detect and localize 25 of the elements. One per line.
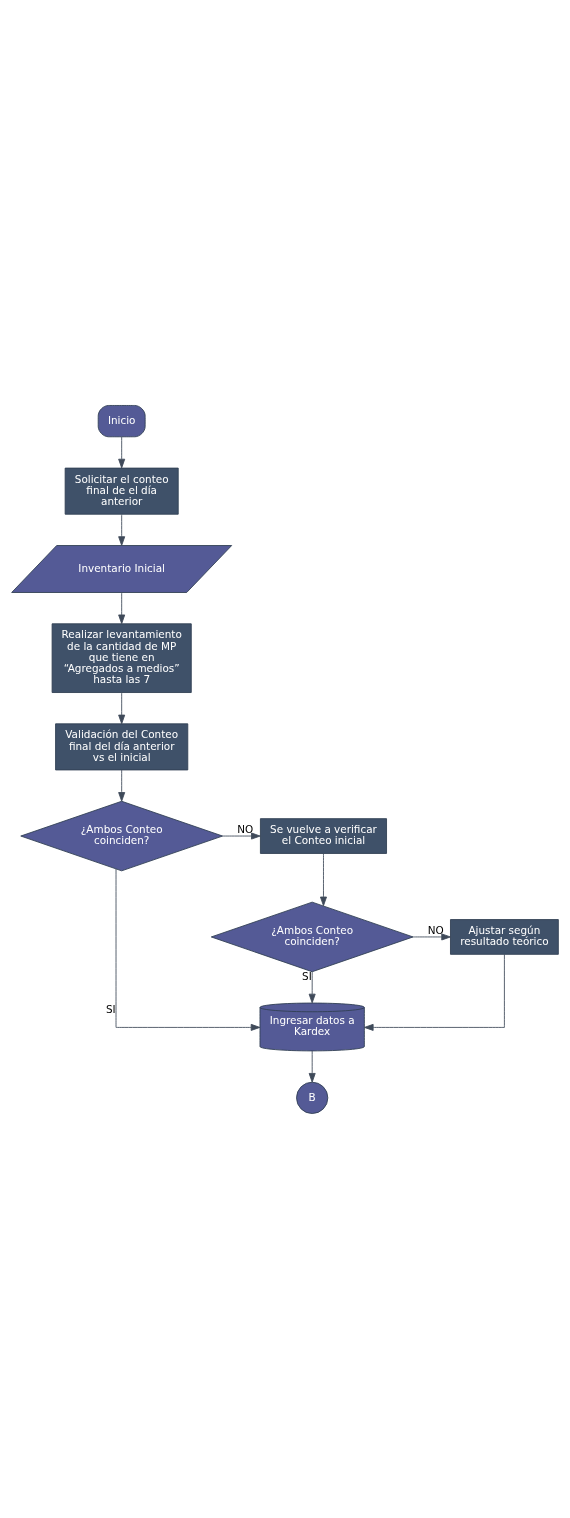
arrow — [222, 832, 261, 840]
node-circle: B — [296, 1081, 329, 1114]
arrow — [308, 970, 316, 1003]
arrow — [118, 691, 126, 724]
edge-label: SI — [105, 1002, 116, 1015]
edge-label: SI — [302, 969, 312, 982]
node-box: Solicitar el conteo final de el día anterior — [64, 467, 179, 515]
edge-label: NO — [427, 923, 444, 936]
arrow — [364, 953, 505, 1031]
node-diamond: ¿Ambos Conteo coinciden? — [210, 901, 414, 972]
arrow — [115, 868, 261, 1031]
edge-label: NO — [237, 822, 254, 835]
arrow — [320, 852, 327, 906]
node-box: Validación del Conteo final del día anterior vs el inicial — [55, 722, 189, 770]
arrow — [118, 769, 126, 802]
node-box: Inicio — [97, 404, 146, 437]
arrow — [118, 591, 126, 624]
node-diamond: ¿Ambos Conteo coinciden? — [20, 800, 223, 871]
arrow — [412, 932, 451, 940]
arrow — [308, 1050, 316, 1083]
arrow — [118, 513, 126, 546]
node-box: Realizar levantamiento de la cantidad de MP que tiene en “Agregados a medios” hasta las 7 — [51, 622, 192, 693]
node-box: Se vuelve a verificar el Conteo inicial — [260, 817, 387, 854]
arrow — [118, 436, 126, 468]
node-box: Ajustar según resultado teórico — [450, 918, 559, 955]
